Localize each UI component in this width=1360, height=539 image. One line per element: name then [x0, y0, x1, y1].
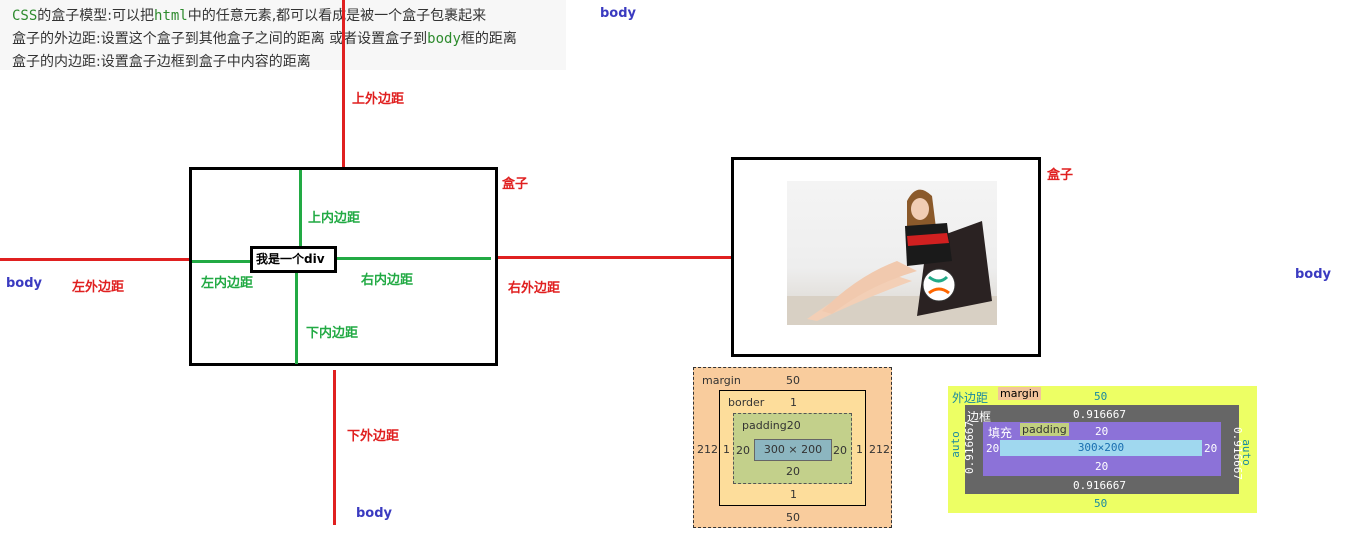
right-padding-line: [334, 257, 491, 260]
firebug-box-model: 外边距 margin 50 50 auto auto 边框 0.916667 0…: [948, 386, 1257, 513]
fb-border-left-value[interactable]: 0.916667: [962, 421, 976, 474]
border-bottom-value[interactable]: 1: [790, 488, 797, 501]
fb-content-box[interactable]: 300×200: [1000, 440, 1202, 456]
right-margin-line: [497, 256, 733, 259]
left-margin-line: [0, 258, 190, 261]
photo-image: [787, 181, 997, 325]
top-margin-label: 上外边距: [352, 92, 405, 107]
margin-label: margin: [702, 374, 741, 387]
body-label-top: body: [600, 6, 637, 21]
fb-margin-label: margin: [998, 387, 1041, 400]
padding-left-value[interactable]: 20: [736, 444, 750, 457]
body-label-right: body: [1295, 267, 1332, 282]
left-padding-line: [192, 260, 252, 263]
bottom-padding-label: 下内边距: [306, 326, 359, 341]
div-content: 我是一个div: [250, 246, 337, 273]
fb-margin-bottom-value[interactable]: 50: [1094, 497, 1108, 510]
box-diagram: [189, 167, 498, 366]
padding-box: padding20 20 20 20 300 × 200: [733, 413, 852, 484]
fb-border-bottom-value[interactable]: 0.916667: [1073, 479, 1126, 492]
border-top-value[interactable]: 1: [790, 396, 797, 409]
border-label: border: [728, 396, 765, 409]
top-padding-line: [299, 170, 302, 252]
margin-right-value[interactable]: 212: [869, 443, 890, 456]
margin-left-value[interactable]: 212: [697, 443, 718, 456]
bottom-padding-line: [295, 272, 298, 364]
fb-padding-right-value[interactable]: 20: [1204, 442, 1218, 455]
border-right-value[interactable]: 1: [856, 443, 863, 456]
box-label-1: 盒子: [502, 177, 529, 192]
left-padding-label: 左内边距: [201, 276, 254, 291]
body-label-left: body: [6, 276, 43, 291]
box-label-2: 盒子: [1047, 168, 1074, 183]
fb-margin-left-value[interactable]: auto: [948, 431, 962, 458]
padding-bottom-value[interactable]: 20: [786, 465, 800, 478]
fb-border-label: 边框: [967, 410, 992, 424]
code-html: html: [154, 8, 188, 24]
padding-right-value[interactable]: 20: [833, 444, 847, 457]
note-line-2: 盒子的外边距:设置这个盒子到其他盒子之间的距离 或者设置盒子到body框的距离: [12, 28, 566, 51]
top-margin-line: [342, 0, 345, 168]
fb-border-box: 边框 0.916667 0.916667 0.916667 0.916667 填…: [962, 405, 1244, 494]
border-left-value[interactable]: 1: [723, 443, 730, 456]
left-margin-label: 左外边距: [72, 280, 125, 295]
code-css: CSS: [12, 8, 38, 24]
code-body: body: [427, 31, 461, 47]
bottom-margin-label: 下外边距: [347, 429, 400, 444]
fb-padding-box: 填充 padding 20 20 20 20 300×200: [983, 422, 1221, 476]
fb-fill-label: 填充: [988, 426, 1013, 440]
body-label-bottom: body: [356, 506, 393, 521]
fb-border-top-value[interactable]: 0.916667: [1073, 408, 1126, 421]
fb-border-right-value[interactable]: 0.916667: [1230, 427, 1244, 480]
right-padding-label: 右内边距: [361, 273, 414, 288]
fb-padding-bottom-value[interactable]: 20: [1095, 460, 1109, 473]
border-box: border 1 1 1 1 padding20 20 20 20 300 × …: [719, 390, 866, 506]
note-text: 的盒子模型:可以把: [37, 8, 155, 24]
fb-padding-left-value[interactable]: 20: [986, 442, 1000, 455]
bottom-margin-line: [333, 370, 336, 525]
note-text: 框的距离: [460, 31, 517, 47]
note-text: 盒子的外边距:设置这个盒子到其他盒子之间的距离 或者设置盒子到: [12, 31, 428, 47]
photo-illustration: [787, 189, 997, 325]
margin-bottom-value[interactable]: 50: [786, 511, 800, 524]
note-line-3: 盒子的内边距:设置盒子边框到盒子中内容的距离: [12, 54, 311, 70]
fb-margin-top-value[interactable]: 50: [1094, 390, 1108, 403]
note-line-1: CSS的盒子模型:可以把html中的任意元素,都可以看成是被一个盒子包裹起来: [12, 5, 566, 28]
content-box[interactable]: 300 × 200: [754, 439, 832, 461]
padding-label: padding20: [742, 419, 801, 432]
fb-padding-label: padding: [1020, 423, 1069, 436]
right-margin-label: 右外边距: [508, 281, 561, 296]
description-note: CSS的盒子模型:可以把html中的任意元素,都可以看成是被一个盒子包裹起来 盒…: [0, 0, 566, 70]
top-padding-label: 上内边距: [308, 211, 361, 226]
note-text: 中的任意元素,都可以看成是被一个盒子包裹起来: [187, 8, 487, 24]
fb-padding-top-value[interactable]: 20: [1095, 425, 1109, 438]
devtools-box-model: margin 50 50 212 212 border 1 1 1 1 padd…: [693, 367, 892, 528]
margin-top-value[interactable]: 50: [786, 374, 800, 387]
outer-margin-label: 外边距: [952, 391, 989, 405]
